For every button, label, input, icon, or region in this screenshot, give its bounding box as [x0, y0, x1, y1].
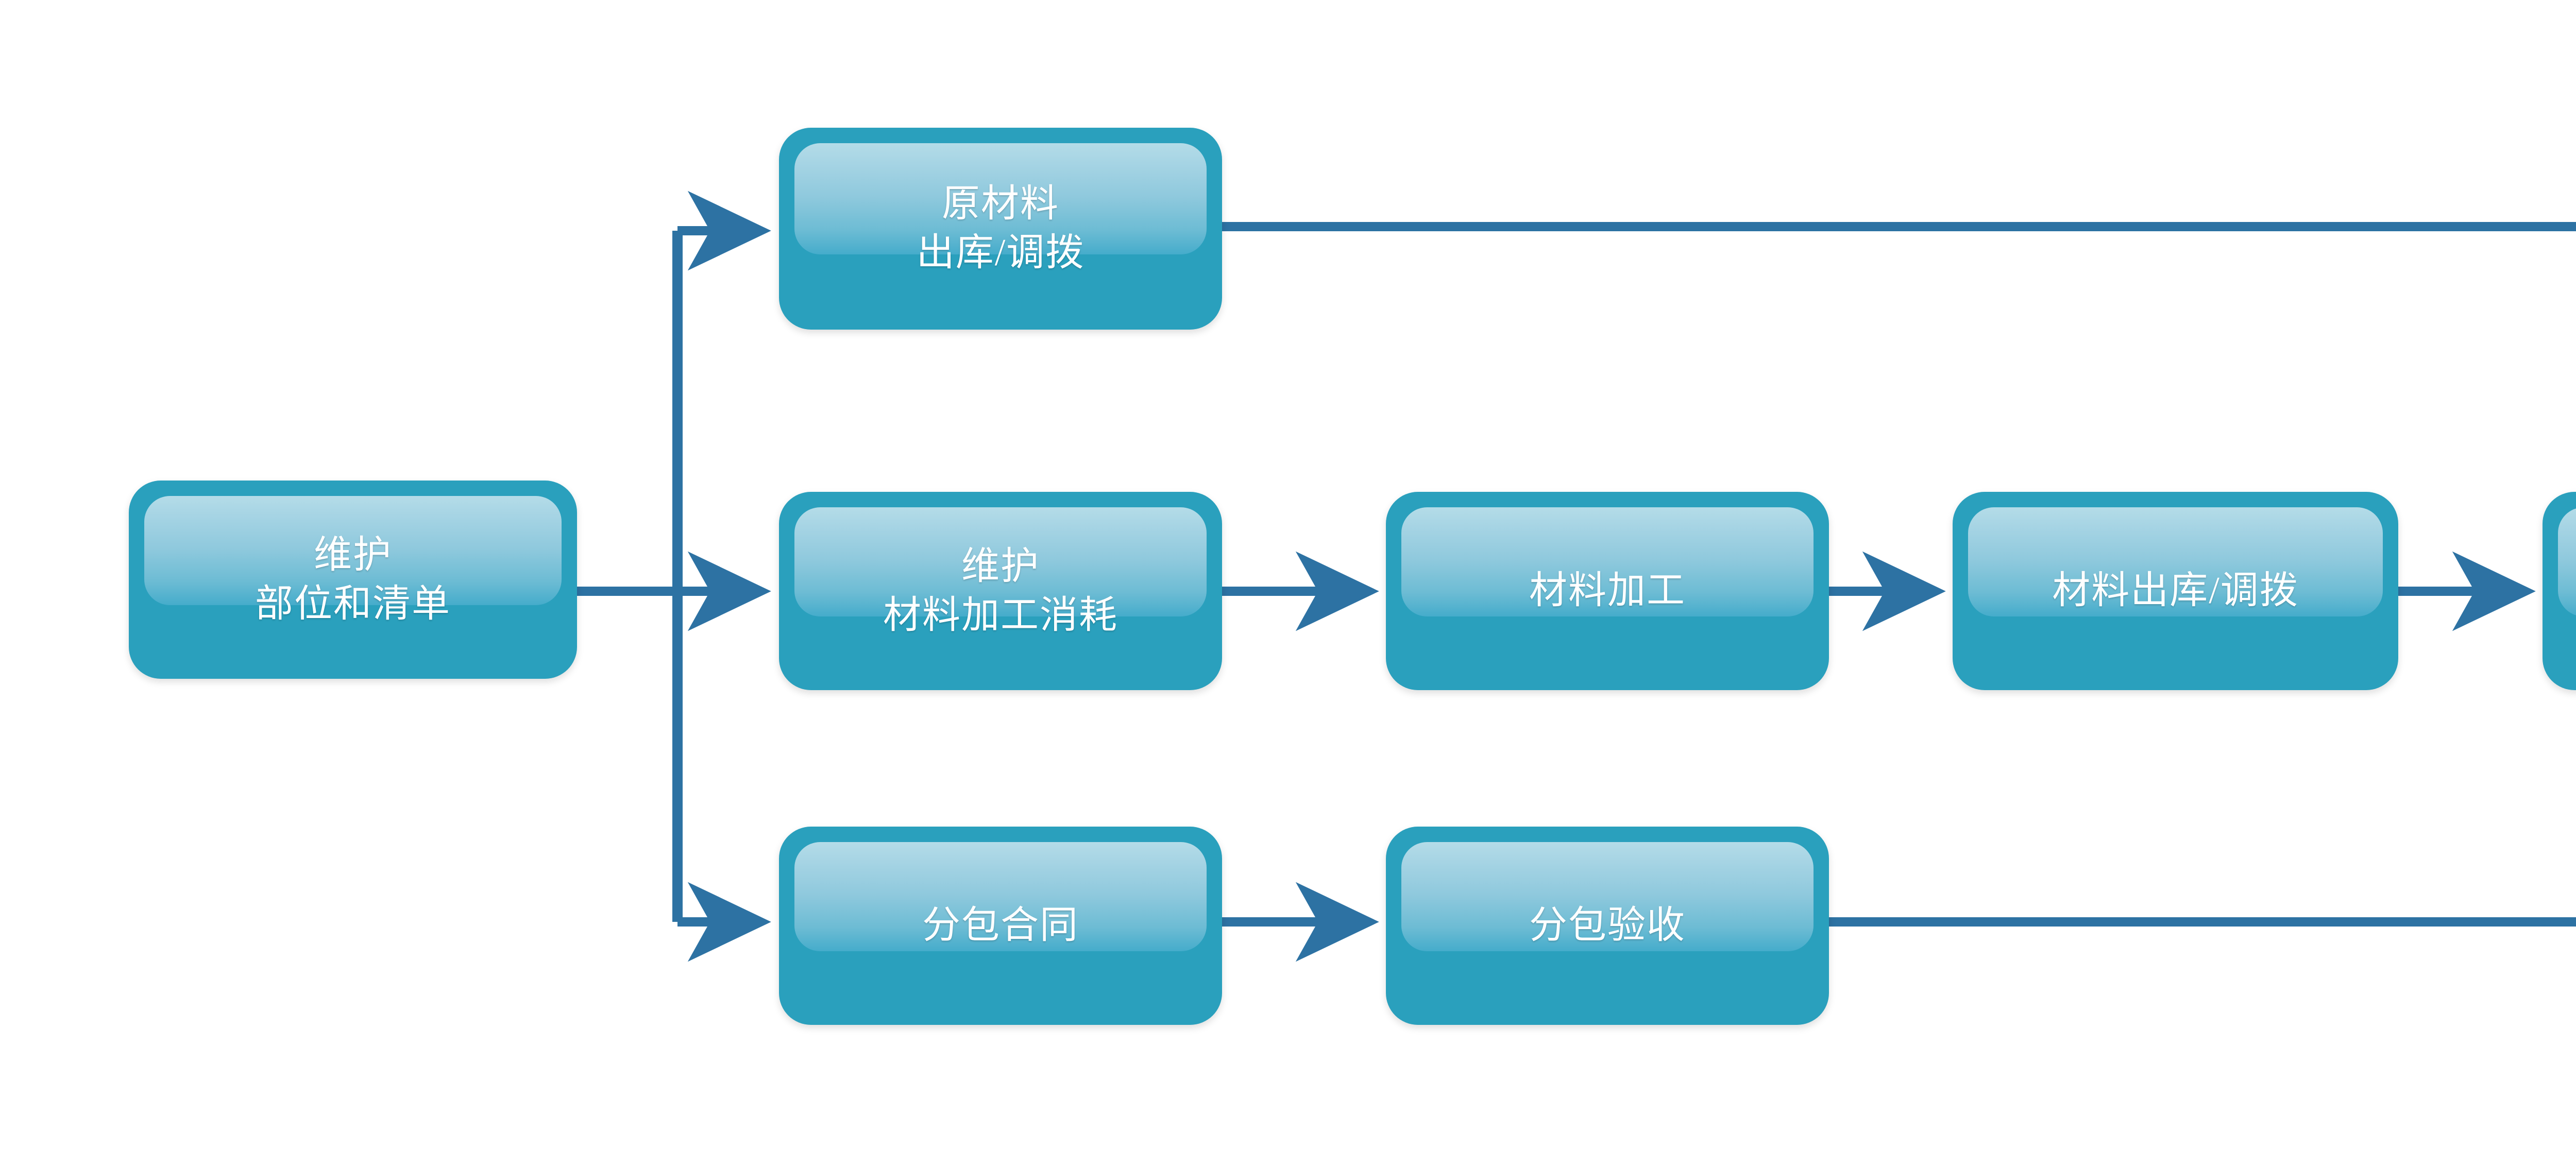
node-label-line-2: 出库/调拨	[916, 232, 1085, 274]
node-label: 分包合同	[779, 827, 1222, 1025]
node-weihu-buwei-qingdan[interactable]: 维护 部位和清单	[129, 481, 577, 679]
node-label: 原材料 出库/调拨	[779, 128, 1222, 330]
node-cailiao-jiagong[interactable]: 材料加工	[1386, 492, 1829, 690]
node-label-line-1: 材料加工	[1529, 570, 1686, 612]
node-label-line-1: 维护	[314, 534, 392, 576]
node-label-line-1: 材料出库/调拨	[2052, 570, 2299, 612]
node-gongcheng-jindu-fenxi[interactable]: 工程进度分析	[2543, 492, 2576, 690]
node-fenbao-hetong[interactable]: 分包合同	[779, 827, 1222, 1025]
node-weihu-cailiao-jiagong-xiaohao[interactable]: 维护 材料加工消耗	[779, 492, 1222, 690]
node-cailiao-chuku-diaobo[interactable]: 材料出库/调拨	[1953, 492, 2398, 690]
edge-n8-to-n6	[1829, 917, 2576, 927]
node-label-line-1: 分包验收	[1529, 904, 1686, 947]
node-label: 分包验收	[1386, 827, 1829, 1025]
node-label-line-1: 维护	[961, 545, 1040, 588]
node-label: 维护 材料加工消耗	[779, 492, 1222, 690]
node-label-line-2: 材料加工消耗	[883, 594, 1118, 637]
node-label: 材料出库/调拨	[1953, 492, 2398, 690]
node-fenbao-yanshou[interactable]: 分包验收	[1386, 827, 1829, 1025]
node-label-line-2: 部位和清单	[255, 582, 451, 625]
node-label-line-1: 分包合同	[922, 904, 1079, 947]
node-yuancailiao-chuku-diaobo[interactable]: 原材料 出库/调拨	[779, 128, 1222, 330]
node-label: 维护 部位和清单	[129, 481, 577, 679]
node-label: 工程进度分析	[2543, 492, 2576, 690]
node-label: 材料加工	[1386, 492, 1829, 690]
node-label-line-1: 原材料	[942, 183, 1059, 226]
edge-n2-to-n6	[1222, 222, 2576, 231]
